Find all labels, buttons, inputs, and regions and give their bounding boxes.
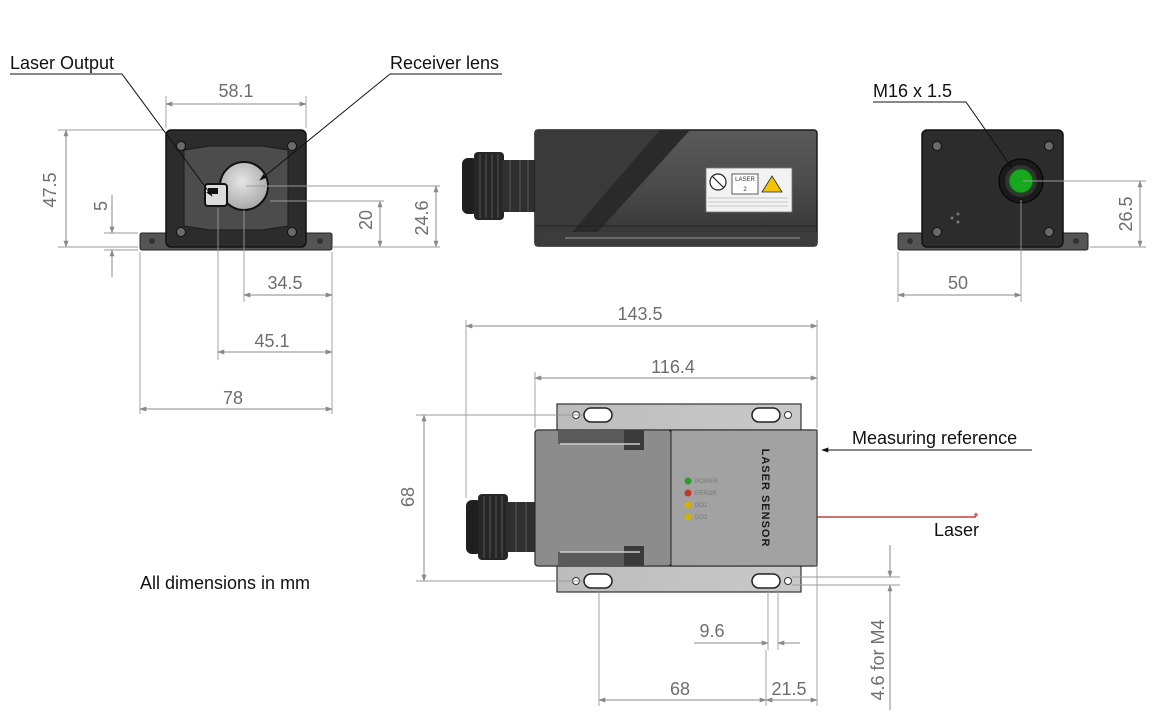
led-icon xyxy=(684,477,692,485)
dim-mount-hole: 4.6 for M4 xyxy=(868,619,888,700)
front-view-dimensions: 58.1 47.5 5 20 24.6 34.5 45.1 78 xyxy=(40,81,440,414)
screw-icon xyxy=(176,227,186,237)
led-do1-label: DO1 xyxy=(695,503,708,509)
dim-slot-spacing: 68 xyxy=(670,679,690,699)
dim-front-width: 58.1 xyxy=(218,81,253,101)
warning-number: 2 xyxy=(743,187,747,193)
callout-laser: Laser xyxy=(934,520,979,540)
dim-receiver-offset: 34.5 xyxy=(267,273,302,293)
dim-total-length: 143.5 xyxy=(617,304,662,324)
led-power-label: POWER xyxy=(695,479,718,485)
screw-icon xyxy=(287,227,297,237)
dim-slot-end: 21.5 xyxy=(771,679,806,699)
dim-body-length: 116.4 xyxy=(651,357,695,377)
screw-icon xyxy=(784,411,792,419)
screw-icon xyxy=(932,141,942,151)
led-icon xyxy=(684,489,692,497)
led-error-label: ERROR xyxy=(695,491,717,497)
dim-laser-height: 24.6 xyxy=(412,200,432,235)
callout-thread: M16 x 1.5 xyxy=(873,81,952,101)
dim-slot-width: 9.6 xyxy=(699,621,724,641)
dim-receiver-height: 20 xyxy=(356,210,376,230)
screw-icon xyxy=(287,141,297,151)
rear-view-dimensions: M16 x 1.5 26.5 50 xyxy=(873,81,1146,302)
front-view-callouts: Laser Output Receiver lens xyxy=(10,53,502,197)
screw-icon xyxy=(907,238,913,244)
body-text: LASER SENSOR xyxy=(759,449,771,548)
screw-icon xyxy=(1044,141,1054,151)
warning-class: LASER xyxy=(735,177,755,183)
screw-icon xyxy=(1044,227,1054,237)
dim-rear-height: 26.5 xyxy=(1116,196,1136,231)
screw-icon xyxy=(176,141,186,151)
svg-text:*: * xyxy=(974,510,979,524)
front-view xyxy=(139,129,333,251)
led-icon xyxy=(684,501,692,509)
top-view-dimensions: 143.5 116.4 68 9.6 68 21.5 4.6 for M4 Me… xyxy=(398,304,1032,710)
callout-receiver-lens: Receiver lens xyxy=(390,53,499,73)
top-view: LASER SENSOR POWER ERROR DO1 DO2 * xyxy=(466,403,979,593)
note-units: All dimensions in mm xyxy=(140,573,310,593)
dim-rear-offset: 50 xyxy=(948,273,968,293)
cable-gland-icon xyxy=(462,152,536,220)
dim-laser-offset: 45.1 xyxy=(254,331,289,351)
cable-gland-icon xyxy=(466,494,538,560)
slot-icon xyxy=(583,407,781,589)
callout-laser-output: Laser Output xyxy=(10,53,114,73)
side-view: LASER 2 xyxy=(462,129,818,247)
screw-icon xyxy=(149,238,155,244)
dim-flange-thickness: 5 xyxy=(91,201,111,211)
led-icon xyxy=(684,513,692,521)
callout-measuring-reference: Measuring reference xyxy=(852,428,1017,448)
dim-front-height: 47.5 xyxy=(40,172,60,207)
laser-warning-icon: LASER 2 xyxy=(705,167,793,213)
rear-housing xyxy=(921,129,1064,248)
laser-window-icon xyxy=(204,183,228,207)
screw-icon xyxy=(784,577,792,585)
rear-view xyxy=(897,129,1089,251)
dim-flange-width: 78 xyxy=(223,388,243,408)
screw-icon xyxy=(1073,238,1079,244)
led-do2-label: DO2 xyxy=(695,515,708,521)
dim-top-width: 68 xyxy=(398,487,418,507)
screw-icon xyxy=(932,227,942,237)
screw-icon xyxy=(317,238,323,244)
